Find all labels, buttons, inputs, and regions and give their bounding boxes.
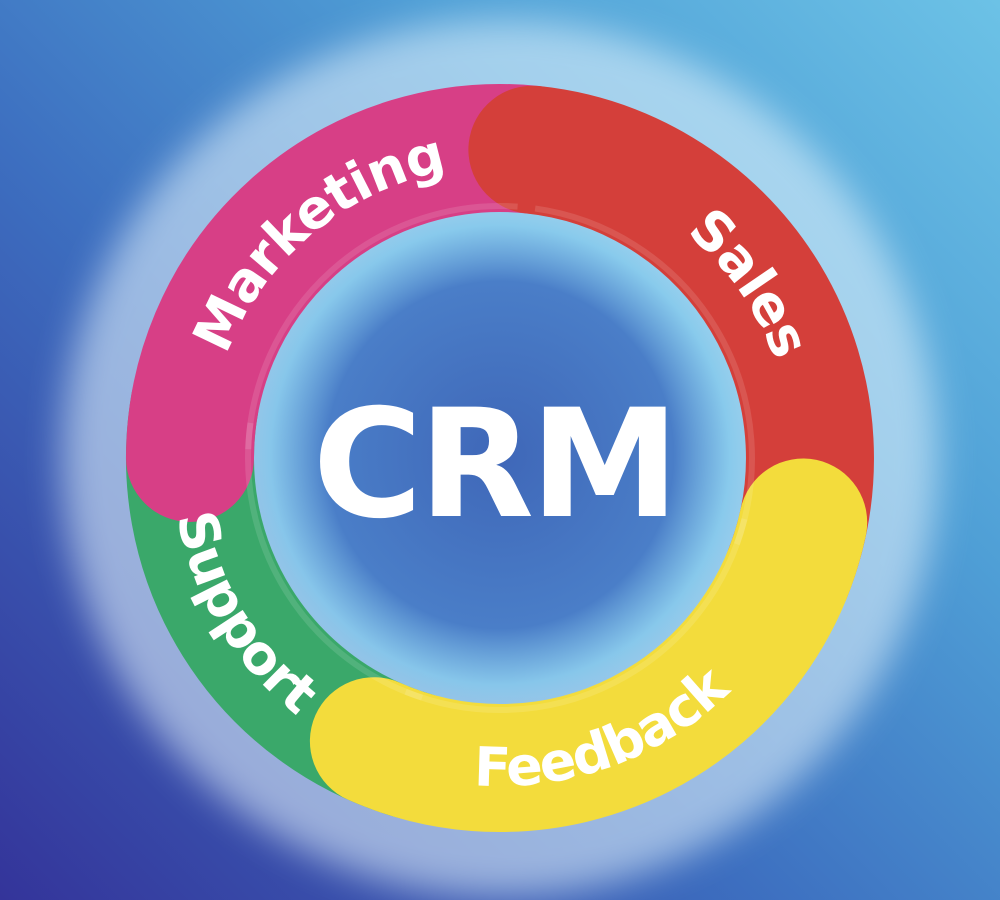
center-disc <box>245 203 755 713</box>
segment-feedback <box>309 458 868 832</box>
segment-highlight-marketing <box>245 203 518 450</box>
segment-highlight-sales <box>534 205 755 546</box>
ring-segments <box>126 84 874 832</box>
segment-marketing <box>126 84 597 522</box>
segment-highlight-feedback <box>404 518 748 713</box>
ring-glow-halo <box>62 20 938 896</box>
center-title: CRM <box>313 378 676 552</box>
segment-highlight-support <box>245 422 424 701</box>
